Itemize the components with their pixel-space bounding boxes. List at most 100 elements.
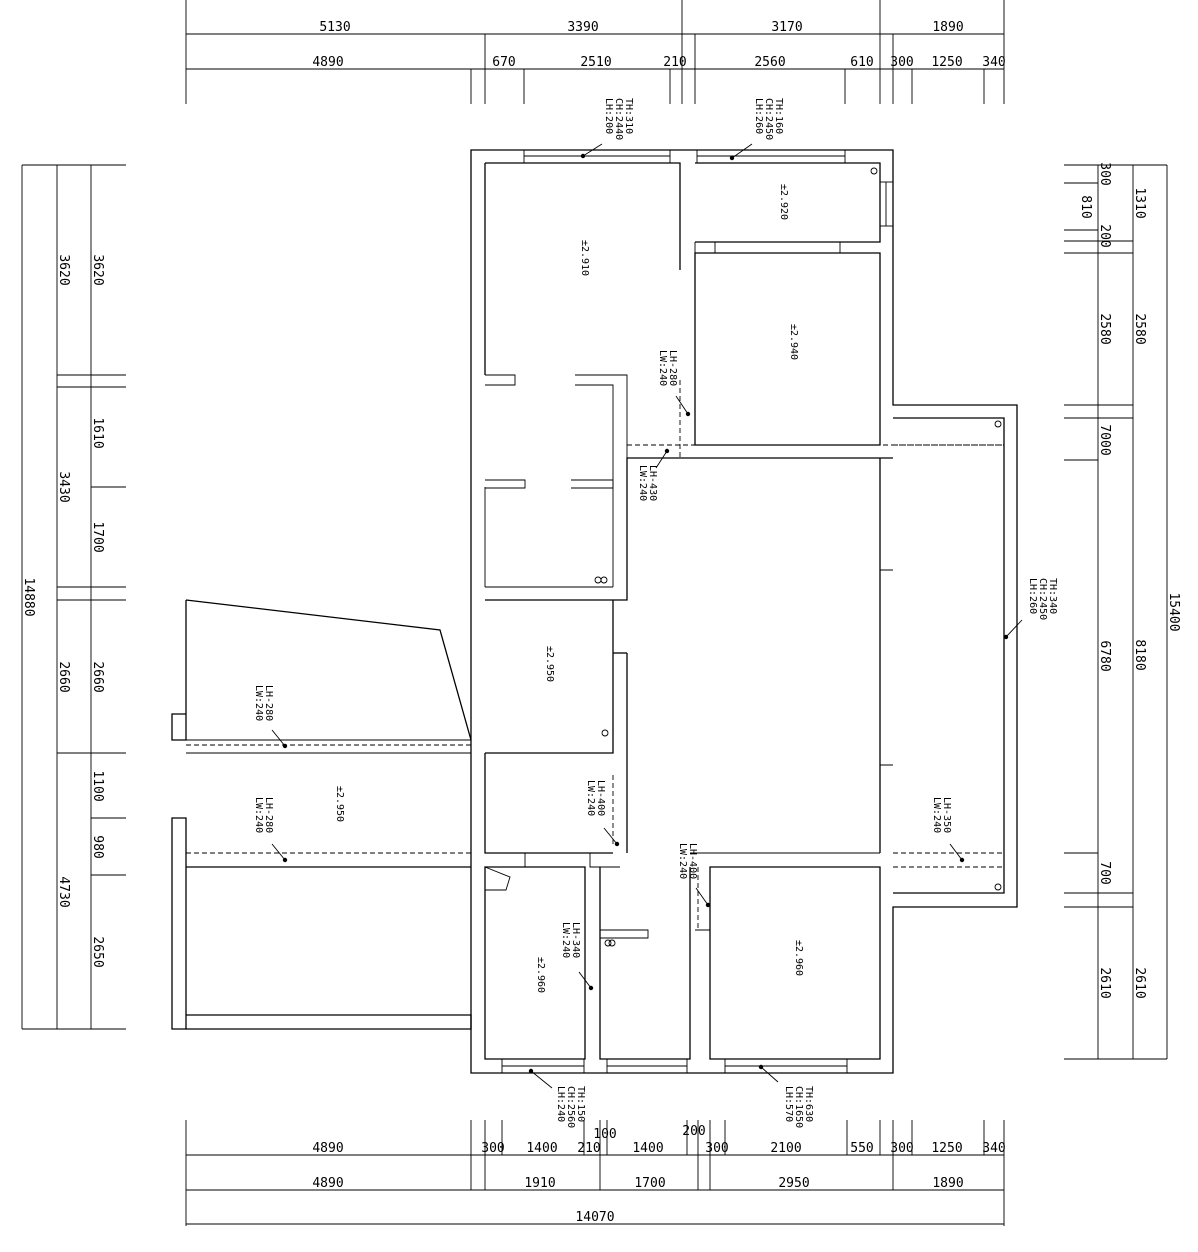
note-top-window-a-lh: LH:200 [603, 98, 614, 134]
drain-symbols [484, 167, 1002, 947]
note-beam-f-lh: LH-400 [687, 843, 698, 879]
dim-bottom-inner-2: 300 [481, 1141, 504, 1156]
right-dimensions: 300 810 200 2580 7000 6780 700 2610 1310… [1078, 162, 1181, 998]
dim-right-inner-2: 810 [1078, 195, 1093, 218]
dim-left-inner-3: 1700 [90, 521, 105, 552]
dimension-lines [21, 0, 1168, 1226]
dim-right-inner-1: 300 [1097, 162, 1112, 185]
window-notes: TH:310 CH:2440 LH:200 TH:160 CH:2450 LH:… [528, 98, 1058, 1128]
dim-left-inner-7: 2650 [90, 936, 105, 967]
dim-bottom-inner-5: 100 [593, 1127, 616, 1142]
dim-bottom-mid-3: 1700 [634, 1176, 665, 1191]
dim-top-outer-3: 3170 [771, 20, 802, 35]
note-beam-a-lh: LH-280 [667, 350, 678, 386]
dim-top-inner-6: 610 [850, 55, 873, 70]
left-balcony [171, 599, 472, 1030]
top-dimensions: 5130 3390 3170 1890 4890 670 2510 210 25… [312, 20, 1005, 70]
note-top-window-b-lh: LH:260 [753, 98, 764, 134]
dim-top-inner-9: 340 [982, 55, 1005, 70]
dim-bottom-inner-3: 1400 [526, 1141, 557, 1156]
dim-right-inner-7: 700 [1097, 861, 1112, 884]
note-bottom-window-a-ch: CH:2560 [565, 1086, 576, 1128]
interior-partitions [484, 242, 893, 1059]
dim-right-outer-4: 2610 [1132, 967, 1147, 998]
dim-bottom-mid-5: 1890 [932, 1176, 963, 1191]
dim-top-inner-1: 4890 [312, 55, 343, 70]
note-beam-d-lw: LW:240 [253, 797, 264, 833]
note-top-window-b-th: TH:160 [773, 98, 784, 134]
dim-right-outer-2: 2580 [1132, 313, 1147, 344]
dim-right-inner-3: 200 [1097, 224, 1112, 247]
dim-bottom-mid-4: 2950 [778, 1176, 809, 1191]
dim-top-outer-2: 3390 [567, 20, 598, 35]
dim-right-outer-1: 1310 [1132, 187, 1147, 218]
dim-bottom-mid-2: 1910 [524, 1176, 555, 1191]
dim-top-inner-5: 2560 [754, 55, 785, 70]
dim-bottom-inner-9: 2100 [770, 1141, 801, 1156]
exterior-walls [470, 149, 1018, 1074]
dim-top-inner-8: 1250 [931, 55, 962, 70]
level-room-1: ±2.910 [579, 240, 590, 276]
bottom-dimensions: 4890 300 1400 210 100 1400 200 300 2100 … [312, 1124, 1005, 1225]
dim-bottom-total: 14070 [575, 1210, 614, 1225]
dim-left-inner-5: 1100 [90, 770, 105, 801]
note-beam-e-lh: LH-400 [595, 780, 606, 816]
note-bottom-window-b-th: TH:630 [803, 1086, 814, 1122]
dim-bottom-inner-4: 210 [577, 1141, 600, 1156]
level-room-3: ±2.940 [788, 324, 799, 360]
note-beam-f-lw: LW:240 [677, 843, 688, 879]
note-right-window-lh: LH:260 [1027, 578, 1038, 614]
dim-right-total: 15400 [1166, 592, 1181, 631]
dim-bottom-inner-6: 1400 [632, 1141, 663, 1156]
level-room-5: ±2.950 [334, 786, 345, 822]
note-bottom-window-b-ch: CH:1650 [793, 1086, 804, 1128]
dim-left-inner-1: 3620 [90, 254, 105, 285]
note-beam-g-lw: LW:240 [560, 922, 571, 958]
note-beam-e-lw: LW:240 [585, 780, 596, 816]
floor-levels: ±2.910 ±2.920 ±2.940 ±2.950 ±2.950 ±2.96… [334, 184, 804, 993]
note-top-window-a-th: TH:310 [623, 98, 634, 134]
note-beam-b-lw: LW:240 [637, 465, 648, 501]
dim-right-inner-8: 2610 [1097, 967, 1112, 998]
beam-notes: LH-280 LW:240 LH-430 LW:240 LH-280 LW:24… [253, 350, 965, 991]
dim-bottom-inner-11: 300 [890, 1141, 913, 1156]
level-room-7: ±2.960 [793, 940, 804, 976]
dim-bottom-mid-1: 4890 [312, 1176, 343, 1191]
dim-top-outer-4: 1890 [932, 20, 963, 35]
dim-left-inner-6: 980 [90, 835, 105, 858]
note-top-window-a-ch: CH:2440 [613, 98, 624, 140]
note-right-window-th: TH:340 [1047, 578, 1058, 614]
dim-right-inner-4: 2580 [1097, 313, 1112, 344]
dim-top-inner-7: 300 [890, 55, 913, 70]
dim-left-outer-4: 4730 [56, 876, 71, 907]
beams [186, 380, 1005, 1059]
dim-left-total: 14880 [21, 577, 36, 616]
dim-bottom-inner-12: 1250 [931, 1141, 962, 1156]
level-room-4: ±2.950 [544, 646, 555, 682]
note-bottom-window-b-lh: LH:570 [783, 1086, 794, 1122]
note-right-window-ch: CH:2450 [1037, 578, 1048, 620]
dim-bottom-inner-7: 200 [682, 1124, 705, 1139]
left-dimensions: 3620 3430 2660 4730 3620 1610 1700 2660 … [21, 254, 105, 967]
dim-left-outer-3: 2660 [56, 661, 71, 692]
note-beam-a-lw: LW:240 [657, 350, 668, 386]
note-beam-c-lh: LH-280 [263, 685, 274, 721]
note-beam-h-lh: LH-350 [941, 797, 952, 833]
note-beam-h-lw: LW:240 [931, 797, 942, 833]
dim-right-inner-5: 7000 [1097, 424, 1112, 455]
dim-bottom-inner-1: 4890 [312, 1141, 343, 1156]
note-beam-d-lh: LH-280 [263, 797, 274, 833]
dim-right-outer-3: 8180 [1132, 639, 1147, 670]
level-room-6: ±2.960 [535, 957, 546, 993]
note-top-window-b-ch: CH:2450 [763, 98, 774, 140]
note-beam-b-lh: LH-430 [647, 465, 658, 501]
dim-left-inner-2: 1610 [90, 417, 105, 448]
windows [501, 149, 894, 1074]
dim-left-outer-2: 3430 [56, 471, 71, 502]
dim-bottom-inner-10: 550 [850, 1141, 873, 1156]
dim-bottom-inner-8: 300 [705, 1141, 728, 1156]
dim-left-inner-4: 2660 [90, 661, 105, 692]
note-beam-c-lw: LW:240 [253, 685, 264, 721]
dim-top-outer-1: 5130 [319, 20, 350, 35]
dim-left-outer-1: 3620 [56, 254, 71, 285]
